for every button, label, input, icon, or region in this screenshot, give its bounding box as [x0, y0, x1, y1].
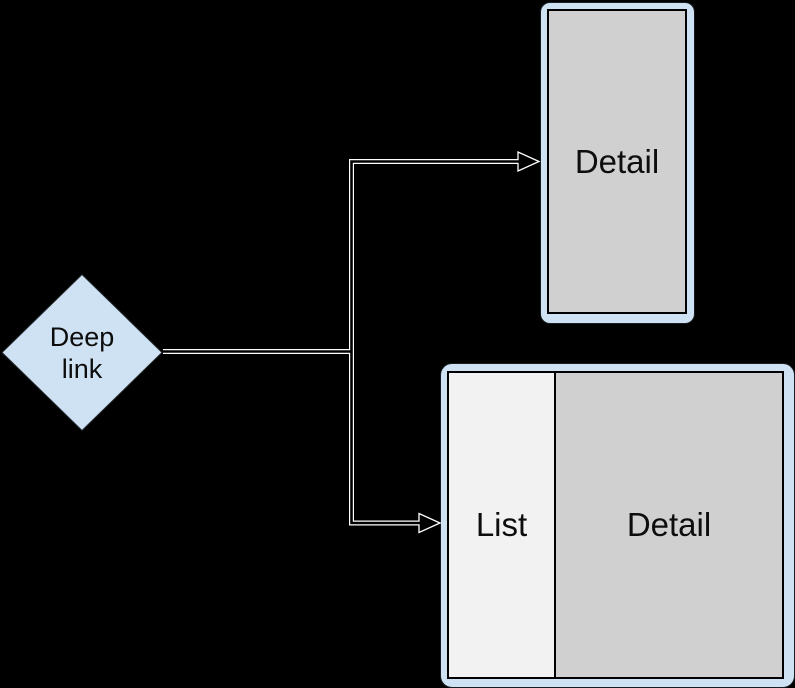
phone-detail-panel: Detail [547, 9, 687, 314]
tablet-list-label: List [475, 506, 528, 543]
arrowhead-to-tablet [418, 512, 442, 534]
tablet-frame: List Detail [440, 363, 795, 688]
deep-link-node: Deep link [2, 275, 162, 431]
arrowhead-to-phone [517, 150, 541, 173]
phone-detail-label: Detail [574, 142, 660, 180]
tablet-detail-panel: Detail [556, 373, 782, 677]
phone-frame: Detail [540, 2, 695, 324]
tablet-detail-label: Detail [626, 506, 712, 543]
deep-link-label: Deep link [49, 321, 115, 384]
tablet-list-panel: List [449, 373, 556, 677]
tablet-screen: List Detail [447, 371, 784, 679]
